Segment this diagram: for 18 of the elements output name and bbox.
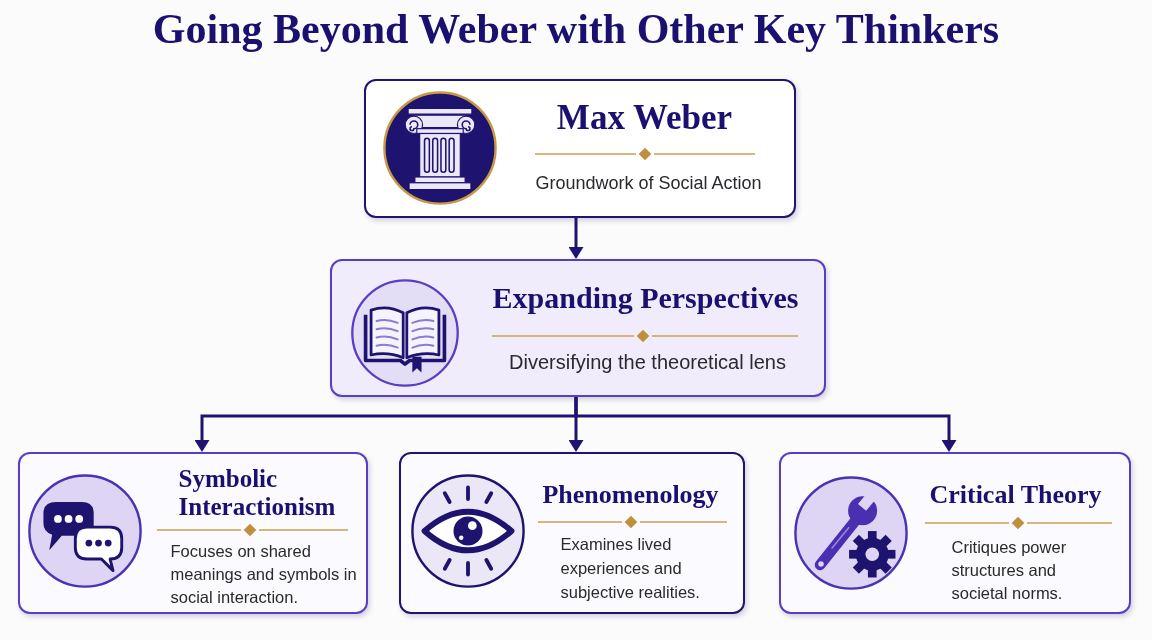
card-title: Critical Theory [928, 479, 1103, 510]
rounded-card [399, 452, 745, 614]
rounded-card [18, 452, 368, 614]
arrow-connector [574, 397, 957, 452]
rounded-card [779, 452, 1131, 614]
card-description: Critiques power structures and societal norms. [951, 536, 1068, 604]
arrow-connector [568, 218, 584, 259]
card-description: Diversifying the theoretical lens [508, 349, 787, 374]
card-title: Phenomenology [541, 479, 720, 510]
card-description: Focuses on shared meanings and symbols in social interaction. [170, 540, 358, 608]
card-title: Symbolic Interactionism [178, 464, 337, 521]
rounded-card [330, 259, 826, 397]
card-description: Examines lived experiences and subjective realities. [560, 533, 701, 603]
rounded-card [364, 79, 796, 218]
card-title: Max Weber [556, 97, 733, 138]
card-title: Expanding Perspectives [492, 279, 799, 316]
diagram-title: Going Beyond Weber with Other Key Thinkers [152, 5, 1000, 53]
card-description: Groundwork of Social Action [534, 171, 763, 194]
